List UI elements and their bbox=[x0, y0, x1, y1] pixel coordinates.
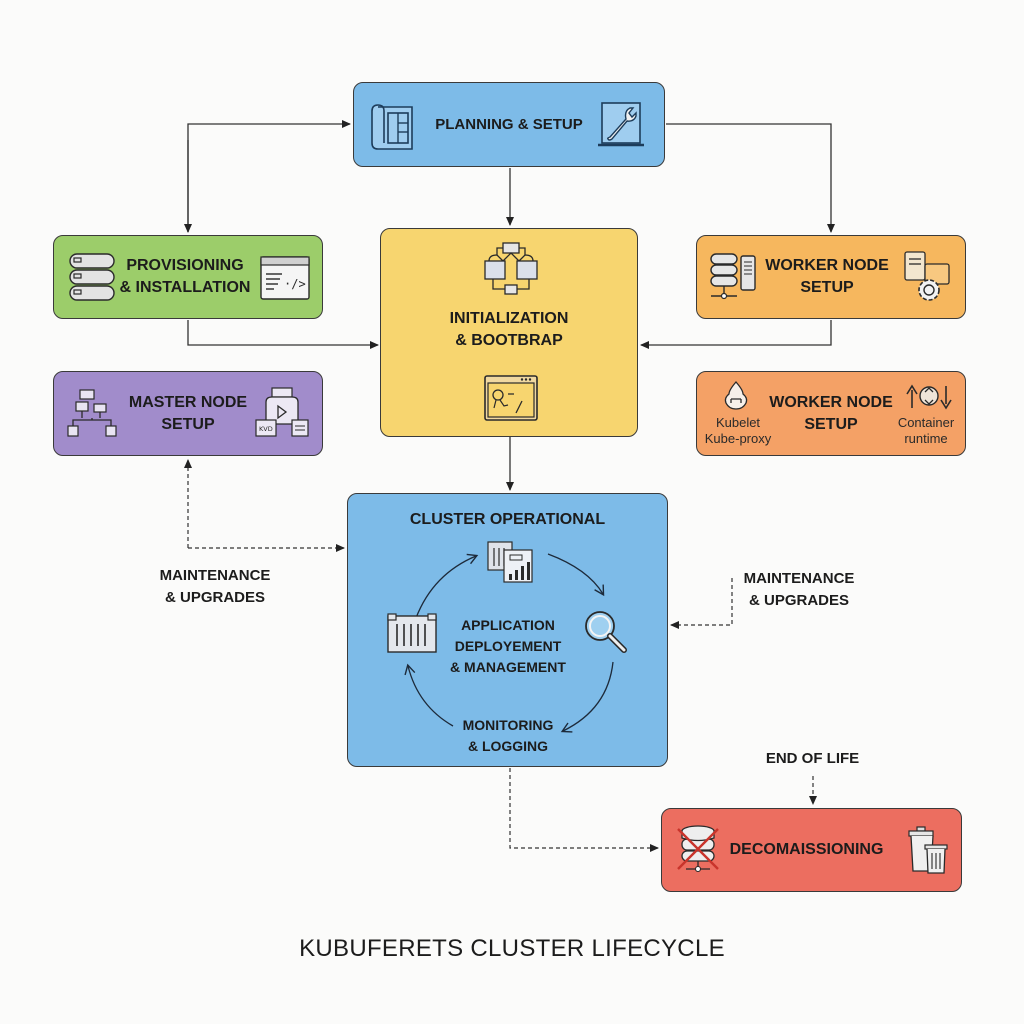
monitoring-logging-label: MONITORING & LOGGING bbox=[462, 717, 554, 754]
wrench-icon bbox=[598, 102, 644, 147]
blueprint-icon bbox=[371, 104, 413, 150]
kubelet-caption: Kubelet Kube-proxy bbox=[704, 415, 772, 446]
node-cluster-operational[interactable]: CLUSTER OPERATIONAL APPLICATION DEPLOYEM… bbox=[347, 493, 668, 767]
kubelet-flame-icon bbox=[724, 381, 748, 410]
sync-arrows-icon bbox=[906, 384, 952, 410]
edge-planning-provisioning bbox=[187, 120, 351, 232]
server-icon bbox=[710, 253, 756, 300]
container-runtime-caption: Container runtime bbox=[897, 415, 955, 446]
edge-cluster-decommissioning bbox=[509, 768, 659, 852]
lifecycle-cycle-arrows bbox=[404, 553, 614, 733]
maintenance-upgrades-right: MAINTENANCE & UPGRADES bbox=[743, 570, 855, 609]
end-of-life-label: END OF LIFE bbox=[765, 750, 860, 767]
node-worker-setup-2-label: WORKER NODE SETUP bbox=[769, 393, 893, 433]
node-worker-node-setup-2[interactable]: Kubelet Kube-proxy WORKER NODE SETUP Con… bbox=[696, 371, 966, 456]
maintenance-upgrades-left: MAINTENANCE & UPGRADES bbox=[159, 567, 271, 606]
node-decommissioning[interactable]: DECOMAISSIONING bbox=[661, 808, 962, 892]
database-stack-icon bbox=[69, 253, 115, 301]
edge-provisioning-initialization bbox=[187, 320, 379, 349]
node-worker-setup-1-label: WORKER NODE SETUP bbox=[765, 257, 889, 296]
node-provisioning-installation[interactable]: PROVISIONING & INSTALLATION ·/> bbox=[53, 235, 323, 319]
node-initialization-bootstrap[interactable]: INITIALIZATION & BOOTBRAP bbox=[380, 228, 638, 437]
control-plane-icon: KVD bbox=[255, 387, 309, 437]
edge-planning-worker-setup bbox=[666, 123, 835, 233]
terminal-window-icon bbox=[484, 375, 538, 421]
cluster-operational-title: CLUSTER OPERATIONAL bbox=[409, 511, 606, 528]
diagram-title: KUBUFERETS CLUSTER LIFECYCLE bbox=[299, 935, 725, 962]
node-planning-setup[interactable]: PLANNING & SETUP bbox=[353, 82, 665, 167]
node-worker-node-setup-1[interactable]: WORKER NODE SETUP bbox=[696, 235, 966, 319]
node-decommissioning-label: DECOMAISSIONING bbox=[729, 841, 884, 858]
code-window-icon: ·/> bbox=[260, 256, 310, 300]
edge-worker-initialization bbox=[640, 320, 832, 349]
dashboard-chart-icon bbox=[487, 541, 533, 583]
svg-text:·/>: ·/> bbox=[284, 277, 306, 291]
network-nodes-icon bbox=[484, 242, 538, 295]
server-crossed-icon bbox=[677, 825, 719, 873]
magnifier-icon bbox=[585, 611, 627, 653]
edge-maintenance-cluster-right bbox=[670, 578, 733, 629]
node-master-label: MASTER NODE SETUP bbox=[128, 393, 248, 433]
node-provisioning-label: PROVISIONING & INSTALLATION bbox=[119, 257, 251, 296]
node-master-node-setup[interactable]: MASTER NODE SETUP KVD bbox=[53, 371, 323, 456]
app-deployment-label: APPLICATION DEPLOYEMENT & MANAGEMENT bbox=[450, 617, 566, 675]
trash-icon bbox=[908, 826, 948, 874]
kvd-tag: KVD bbox=[259, 425, 273, 433]
node-initialization-label: INITIALIZATION & BOOTBRAP bbox=[449, 309, 569, 349]
container-icon bbox=[387, 613, 437, 653]
hierarchy-icon bbox=[67, 389, 117, 437]
node-planning-label: PLANNING & SETUP bbox=[435, 115, 583, 133]
gear-config-icon bbox=[904, 251, 950, 301]
